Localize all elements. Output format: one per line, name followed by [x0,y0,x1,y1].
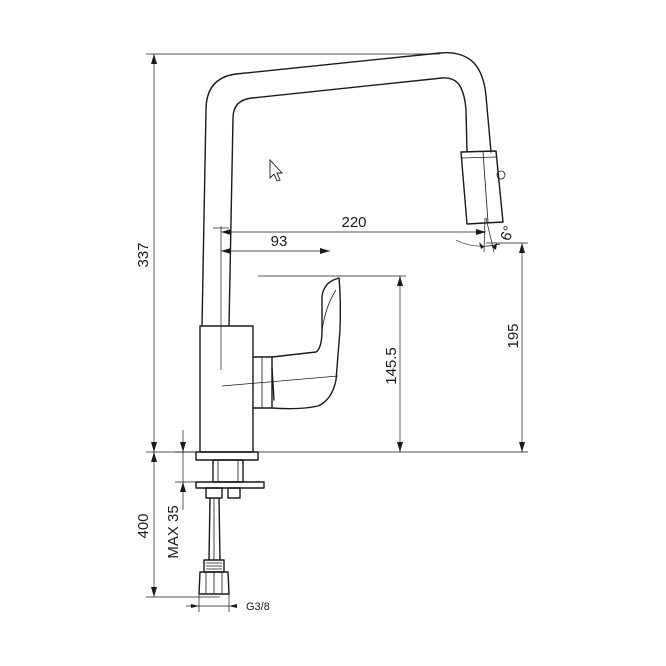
dim-angle-label: 6° [497,224,518,243]
dimension-lines [146,53,528,612]
dimension-labels: 337 400 MAX 35 220 93 145.5 195 6° G3/8 [135,214,522,613]
dim-400-label: 400 [135,513,152,538]
mouse-cursor-icon [269,158,284,182]
dim-195-label: 195 [505,323,522,348]
dim-thread-label: G3/8 [246,601,270,613]
dim-93-label: 93 [271,233,288,250]
faucet-outline [195,52,506,595]
dim-145-5-label: 145.5 [383,347,400,385]
dim-220-label: 220 [341,214,366,231]
dim-max35-label: MAX 35 [165,505,182,558]
dim-337-label: 337 [135,242,152,267]
